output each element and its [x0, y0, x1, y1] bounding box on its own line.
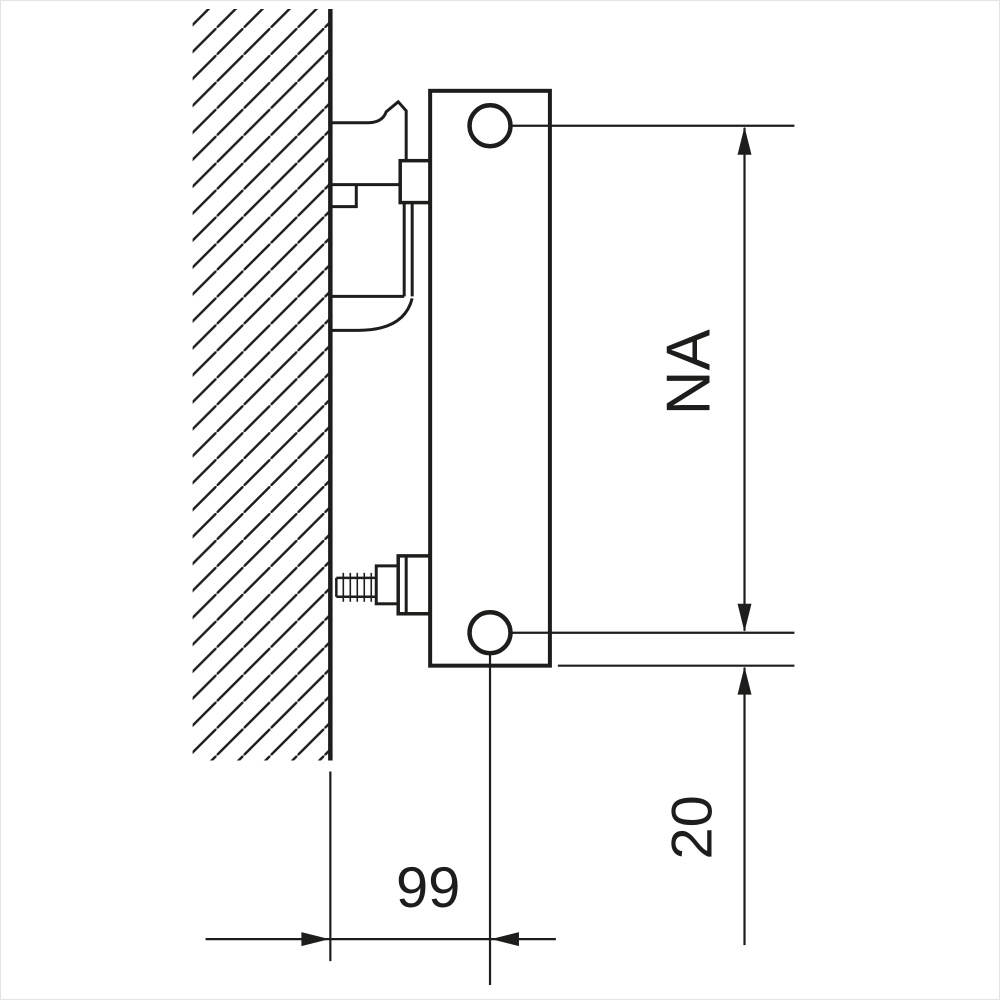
valve-connection: [335, 554, 432, 616]
dimension-20: 20: [661, 666, 752, 946]
wall-hatching: [192, 8, 331, 761]
extension-lines: [329, 124, 795, 986]
radiator: [428, 88, 552, 668]
arrow-right-icon: [301, 932, 330, 947]
arrow-up-icon: [737, 126, 752, 155]
dimension-na: NA: [655, 126, 752, 632]
bracket-foot-bottom: [330, 297, 414, 332]
pipe-thread-ticks: [342, 572, 373, 602]
bracket-wall-plate: [330, 184, 358, 209]
union-nut: [374, 564, 400, 606]
offset-20-label: 20: [661, 795, 725, 859]
arrow-left-icon: [491, 932, 519, 947]
bracket-clamp-block: [398, 158, 432, 205]
mounting-bracket: [330, 99, 432, 332]
wall-section: [192, 8, 333, 761]
valve-body: [396, 554, 432, 616]
top-connection-circle: [467, 103, 513, 149]
arrow-down-icon: [737, 603, 752, 632]
bracket-hook: [330, 99, 408, 161]
dimension-99: 99: [205, 856, 556, 947]
bottom-connection-circle: [467, 610, 513, 656]
distance-99-label: 99: [396, 856, 460, 920]
arrow-up-icon: [737, 666, 752, 695]
radiator-body: [428, 88, 552, 668]
na-label: NA: [655, 329, 724, 416]
